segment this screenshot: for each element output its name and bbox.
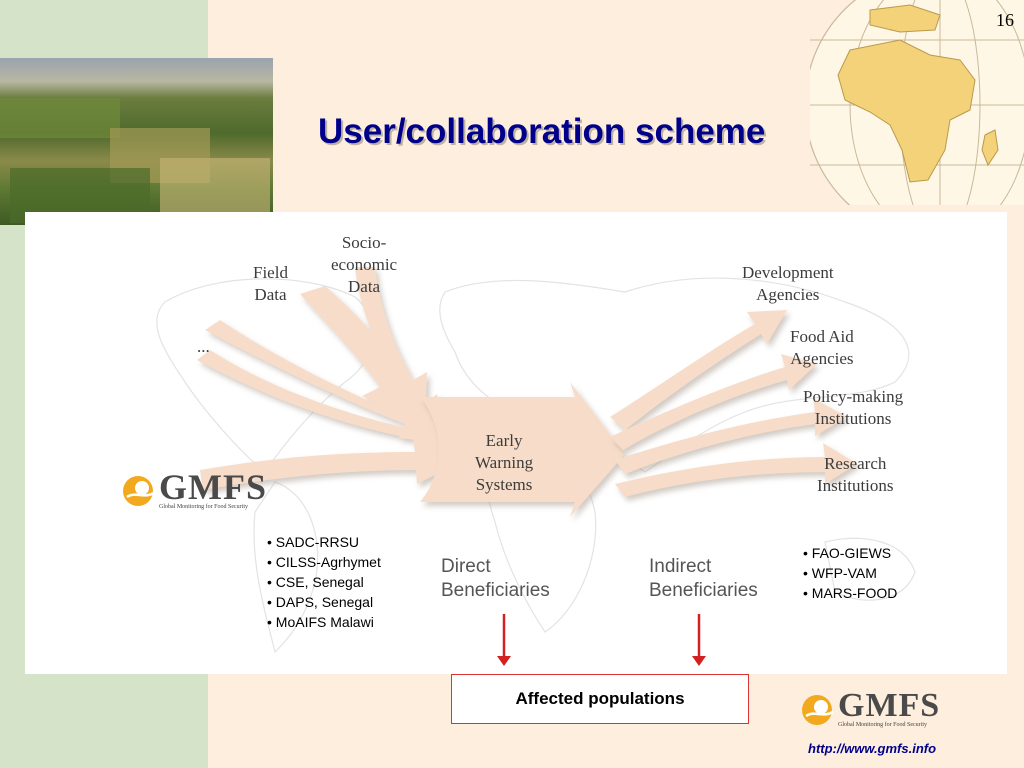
list-item: • CSE, Senegal — [267, 574, 364, 590]
website-link[interactable]: http://www.gmfs.info — [808, 741, 937, 756]
list-item: • WFP-VAM — [803, 565, 877, 581]
input-arrows — [197, 267, 465, 490]
gmfs-logo-mark-icon — [121, 471, 159, 509]
landscape-photo — [0, 58, 273, 225]
field-data-label: Field Data — [253, 263, 288, 304]
research-institutions-label: Research Institutions — [817, 454, 894, 495]
early-warning-systems-label: Early Warning Systems — [475, 431, 534, 494]
gmfs-logo-footer: GMFS Global Monitoring for Food Security — [800, 687, 941, 728]
affected-populations-box: Affected populations — [451, 674, 749, 724]
indirect-beneficiaries-label: Indirect Beneficiaries — [649, 556, 758, 601]
list-item: • SADC-RRSU — [267, 534, 360, 550]
ellipsis-label: ... — [197, 337, 210, 356]
food-aid-agencies-label: Food Aid Agencies — [790, 327, 854, 368]
gmfs-logo-tagline: Global Monitoring for Food Security — [159, 504, 248, 510]
development-agencies-label: Development Agencies — [742, 263, 834, 304]
policy-making-institutions-label: Policy-making Institutions — [803, 387, 904, 428]
gmfs-logo-panel: GMFS Global Monitoring for Food Security — [121, 467, 267, 510]
gmfs-logo-mark-icon — [800, 690, 838, 728]
globe-illustration — [810, 0, 1024, 205]
direct-beneficiaries-label: Direct Beneficiaries — [441, 556, 550, 601]
slide-title: User/collaboration scheme — [318, 112, 766, 151]
list-item: • FAO-GIEWS — [803, 545, 892, 561]
direct-beneficiaries-list: • SADC-RRSU • CILSS-Agrhymet • CSE, Sene… — [267, 532, 381, 632]
list-item: • DAPS, Senegal — [267, 594, 374, 610]
socio-economic-data-label: Socio- economic Data — [331, 233, 398, 296]
page-number: 16 — [996, 10, 1014, 30]
list-item: • MARS-FOOD — [803, 585, 898, 601]
list-item: • CILSS-Agrhymet — [267, 554, 381, 570]
gmfs-logo-tagline: Global Monitoring for Food Security — [838, 722, 927, 728]
list-item: • MoAIFS Malawi — [267, 614, 374, 630]
center-arrow — [420, 382, 625, 517]
indirect-beneficiaries-list: • FAO-GIEWS • WFP-VAM • MARS-FOOD — [803, 543, 897, 603]
gmfs-logo-word: GMFS — [159, 467, 267, 507]
diagram-panel: Field Data Socio- economic Data ... Earl… — [25, 212, 1007, 674]
flow-arrows-graphic — [156, 267, 916, 654]
gmfs-logo-word: GMFS — [838, 687, 941, 724]
output-arrows — [610, 310, 857, 497]
